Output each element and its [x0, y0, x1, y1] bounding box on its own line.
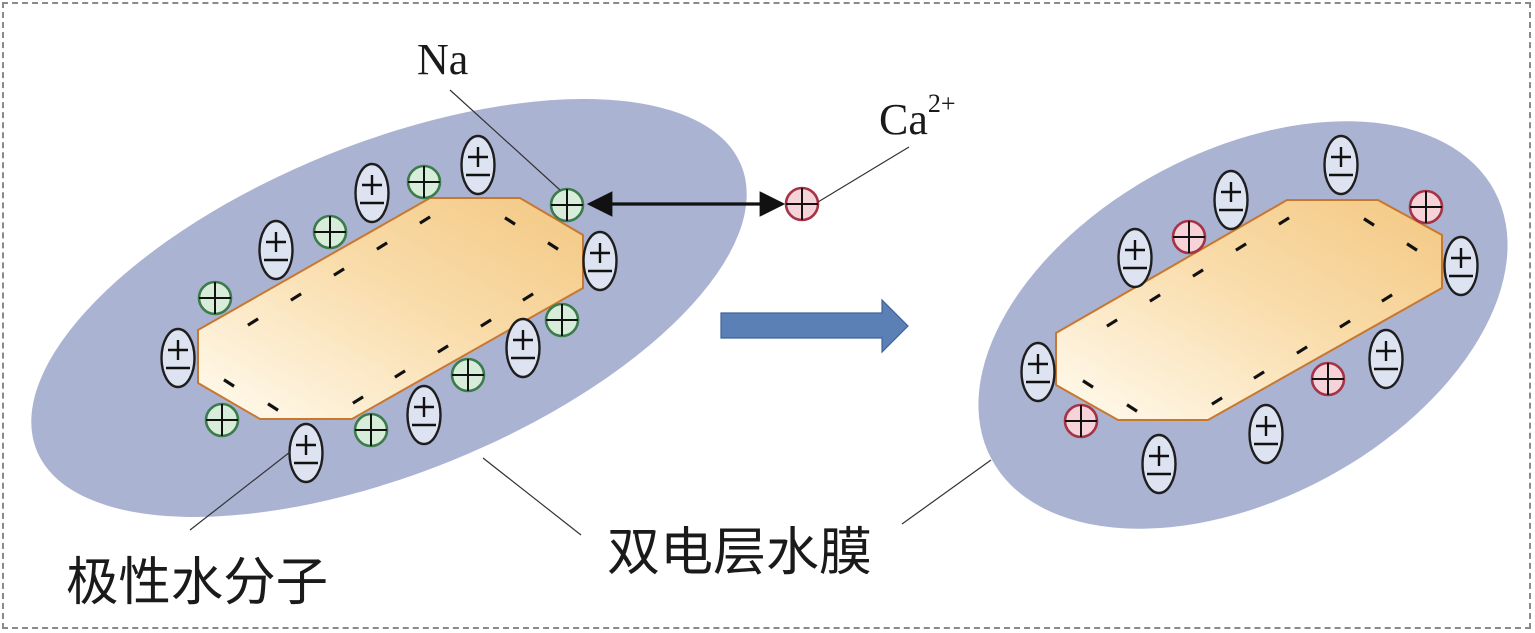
polar-water-molecule-icon — [1117, 227, 1153, 289]
ca-label: Ca2+ — [879, 89, 956, 144]
ca-ion-free — [784, 186, 820, 222]
negative-charge-icon — [394, 369, 406, 379]
negative-charge-icon — [480, 318, 492, 328]
negative-charge-icon — [1211, 396, 1223, 406]
polar-water-molecule-icon — [160, 327, 196, 389]
surface-charges-right — [1082, 216, 1418, 413]
polar-water-molecule-icon — [1323, 134, 1359, 196]
negative-charge-icon — [1406, 242, 1418, 252]
negative-charge-icon — [290, 292, 302, 302]
negative-charge-icon — [547, 241, 559, 251]
polar-water-molecule-icon — [1248, 403, 1284, 465]
polar-water-molecule-icon — [1443, 235, 1479, 297]
negative-charge-icon — [1363, 217, 1375, 227]
negative-charge-icon — [1296, 345, 1308, 355]
negative-charge-icon — [1235, 242, 1247, 252]
na-ion-icon — [312, 214, 348, 250]
negative-charge-icon — [419, 215, 431, 225]
negative-charge-icon — [1339, 319, 1351, 329]
polar-water-molecule-icon — [288, 422, 324, 484]
negative-charge-icon — [1126, 403, 1138, 413]
negative-charge-icon — [223, 378, 235, 388]
ca-ion-icon — [1408, 189, 1444, 225]
negative-charge-icon — [1106, 318, 1118, 328]
negative-charge-icon — [247, 317, 259, 327]
polar-water-label: 极性水分子 — [66, 553, 328, 613]
negative-charge-icon — [333, 267, 345, 277]
surface-charges-left — [223, 215, 559, 412]
negative-charge-icon — [1381, 293, 1393, 303]
polar-water-molecule-icon — [406, 384, 442, 446]
polar-water-molecule-icon — [460, 134, 496, 196]
polar-water-molecule-icon — [354, 162, 390, 224]
polar-water-molecule-icon — [1368, 328, 1404, 390]
clay-crystal-right — [1055, 199, 1443, 421]
clay-crystal-left — [197, 197, 584, 420]
double-layer-leader-right — [901, 459, 992, 525]
na-ions-left — [197, 164, 585, 448]
negative-charge-icon — [267, 402, 279, 412]
polar-water-molecule-icon — [582, 230, 618, 292]
polar-water-molecule-icon — [258, 219, 294, 281]
double-layer-leader-left — [482, 457, 582, 536]
ca-ion-icon — [1063, 403, 1099, 439]
negative-charge-icon — [376, 241, 388, 251]
ca-label-charge: 2+ — [928, 89, 956, 118]
na-ion-icon — [450, 357, 486, 393]
panel-before — [31, 99, 747, 517]
polar-water-molecule-icon — [1020, 341, 1056, 403]
water-molecules-left — [160, 134, 618, 484]
ca-label-symbol: Ca — [879, 95, 928, 144]
na-ion-icon — [204, 402, 240, 438]
negative-charge-icon — [504, 216, 516, 226]
na-label: Na — [417, 35, 468, 84]
ca-ion-icon — [784, 186, 820, 222]
na-ion-icon — [406, 164, 442, 200]
na-ion-icon — [197, 280, 233, 316]
ca-ions-right — [1063, 189, 1444, 439]
negative-charge-icon — [1082, 379, 1094, 389]
ca-ion-icon — [1171, 219, 1207, 255]
negative-charge-icon — [1253, 370, 1265, 380]
negative-charge-icon — [437, 344, 449, 354]
negative-charge-icon — [522, 292, 534, 302]
water-molecules-right — [1020, 134, 1479, 495]
na-ion-icon — [544, 302, 580, 338]
negative-charge-icon — [1192, 268, 1204, 278]
double-layer-label: 双电层水膜 — [607, 523, 872, 583]
na-ion-icon — [353, 412, 389, 448]
panel-after — [978, 121, 1508, 529]
polar-water-molecule-icon — [1213, 169, 1249, 231]
na-leader-line — [449, 89, 561, 191]
polar-water-molecule-icon — [1141, 433, 1177, 495]
polar-water-molecule-icon — [505, 317, 541, 379]
ca-leader-line — [817, 146, 910, 203]
na-ion-icon — [549, 187, 585, 223]
polar-water-leader-line — [189, 451, 291, 531]
negative-charge-icon — [1149, 293, 1161, 303]
negative-charge-icon — [1278, 216, 1290, 226]
process-arrow — [720, 298, 909, 354]
ca-ion-icon — [1310, 361, 1346, 397]
negative-charge-icon — [352, 395, 364, 405]
